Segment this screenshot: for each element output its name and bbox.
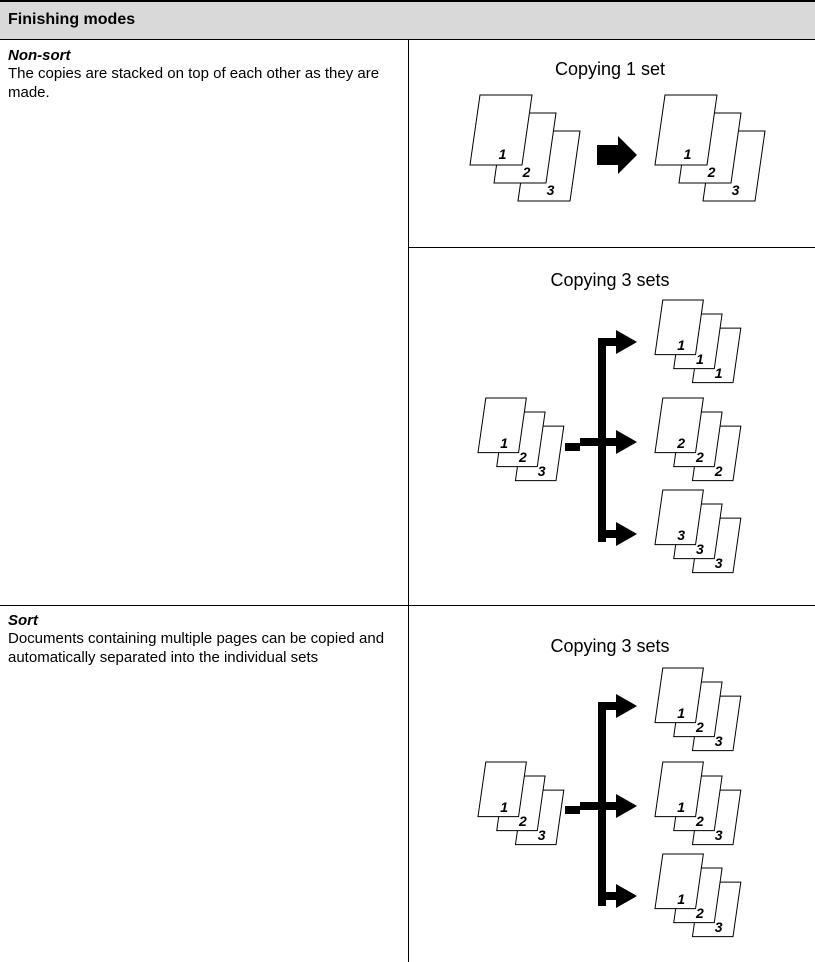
non-sort-title: Non-sort xyxy=(8,47,71,64)
page-number-label: 3 xyxy=(677,527,685,543)
page-sheet xyxy=(477,761,527,818)
page-number-label: 1 xyxy=(500,799,508,815)
page-number-label: 3 xyxy=(715,733,723,749)
output-stack: 321 xyxy=(654,853,742,938)
table-title: Finishing modes xyxy=(8,11,136,28)
page-number-label: 1 xyxy=(677,337,685,353)
page-sheet xyxy=(469,94,533,166)
sort-description: Documents containing multiple pages can … xyxy=(8,630,385,666)
non-sort-description: The copies are stacked on top of each ot… xyxy=(8,65,380,101)
page-number-label: 2 xyxy=(714,463,723,479)
original-stack: 321 xyxy=(469,94,581,202)
page-number-label: 2 xyxy=(695,813,704,829)
page-number-label: 1 xyxy=(684,146,692,162)
page-number-label: 1 xyxy=(696,351,704,367)
page-sheet xyxy=(654,397,704,454)
page-sheet xyxy=(654,853,704,910)
page-number-label: 2 xyxy=(707,164,716,180)
output-stack: 321 xyxy=(654,761,742,846)
page-sheet xyxy=(654,667,704,724)
non-sort-copy-1-set-caption: Copying 1 set xyxy=(554,59,666,79)
output-stack: 111 xyxy=(654,299,742,384)
output-stack: 333 xyxy=(654,489,742,574)
page-sheet xyxy=(477,397,527,454)
output-stack: 222 xyxy=(654,397,742,482)
page-number-label: 1 xyxy=(677,705,685,721)
page-number-label: 1 xyxy=(677,799,685,815)
page-number-label: 3 xyxy=(715,919,723,935)
page-number-label: 3 xyxy=(538,827,546,843)
page-sheet xyxy=(654,94,718,166)
page-number-label: 2 xyxy=(695,449,704,465)
row-divider xyxy=(0,605,815,606)
page-number-label: 2 xyxy=(518,449,527,465)
sort-copy-3-sets-caption: Copying 3 sets xyxy=(550,636,670,656)
page-number-label: 3 xyxy=(715,827,723,843)
column-divider xyxy=(408,40,409,962)
page-number-label: 3 xyxy=(715,555,723,571)
original-stack: 321 xyxy=(477,761,565,846)
page-number-label: 3 xyxy=(696,541,704,557)
table-header: Finishing modes xyxy=(0,0,815,40)
page-number-label: 1 xyxy=(715,365,723,381)
page-sheet xyxy=(654,761,704,818)
panel-divider xyxy=(408,247,815,248)
output-stack: 321 xyxy=(654,94,766,202)
branch-arrow-icon xyxy=(565,694,637,908)
page-number-label: 1 xyxy=(500,435,508,451)
branch-arrow-icon xyxy=(565,330,637,546)
page-number-label: 3 xyxy=(547,182,555,198)
page-number-label: 2 xyxy=(522,164,531,180)
page-number-label: 2 xyxy=(676,435,685,451)
page-number-label: 2 xyxy=(695,905,704,921)
page-sheet xyxy=(654,299,704,356)
original-stack: 321 xyxy=(477,397,565,482)
page-number-label: 3 xyxy=(538,463,546,479)
page-sheet xyxy=(654,489,704,546)
page-number-label: 2 xyxy=(518,813,527,829)
output-stack: 321 xyxy=(654,667,742,752)
sort-title: Sort xyxy=(8,612,38,629)
page-number-label: 1 xyxy=(499,146,507,162)
page-number-label: 1 xyxy=(677,891,685,907)
arrow-icon xyxy=(597,136,637,174)
non-sort-copy-3-sets-caption: Copying 3 sets xyxy=(550,270,670,290)
page-number-label: 3 xyxy=(732,182,740,198)
page-number-label: 2 xyxy=(695,719,704,735)
